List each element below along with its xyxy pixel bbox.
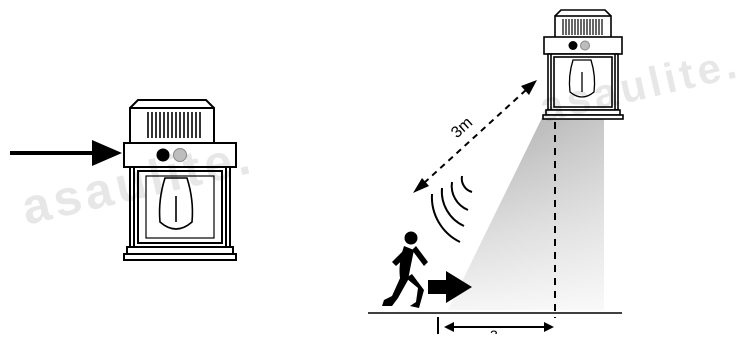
solar-lantern-icon [123, 99, 237, 261]
running-person-icon [382, 231, 428, 308]
arrow-right-icon [10, 140, 122, 166]
light-sensor-icon [173, 148, 187, 162]
distance-label: 3m [448, 114, 476, 142]
distance-indicator [413, 80, 537, 193]
arrow-right-icon [428, 271, 472, 303]
sensor-dot-icon [156, 148, 170, 162]
solar-panel [147, 112, 201, 138]
bottom-measurement [437, 317, 554, 334]
solar-lantern-icon [542, 9, 624, 120]
detection-cone [448, 118, 604, 310]
bottom-label: 3 [490, 327, 498, 334]
motion-waves-icon [430, 175, 473, 243]
